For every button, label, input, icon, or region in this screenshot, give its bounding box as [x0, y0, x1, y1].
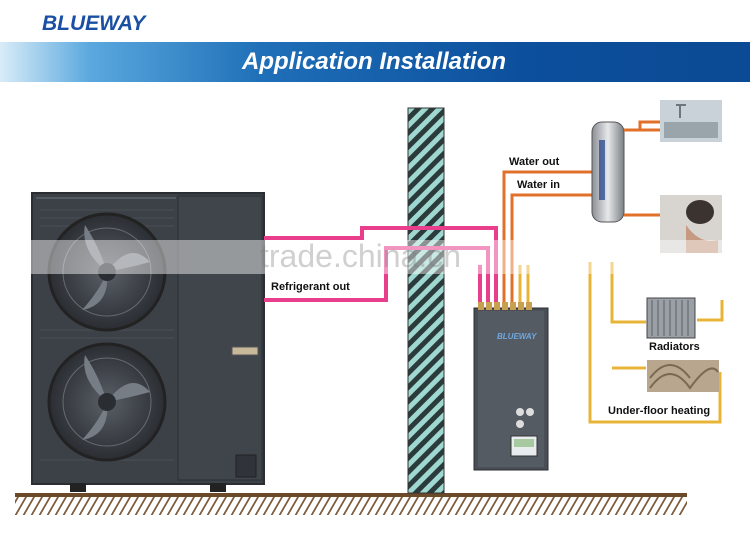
header-banner [0, 42, 750, 82]
kitchen-sink-image [660, 100, 722, 142]
underfloor-heating-label: Under-floor heating [608, 405, 711, 417]
underfloor-heating-image [647, 360, 719, 392]
shower-image [660, 195, 722, 253]
tank-water-pipes [502, 170, 594, 305]
indoor-hydronic-unit [473, 302, 549, 471]
water-in-label: Water in [517, 179, 560, 191]
refrigerant-out-label: Refrigerant out [271, 281, 350, 293]
watermark-text: trade.china.cn [260, 238, 462, 274]
lower-fan [47, 342, 167, 462]
ground [15, 493, 687, 515]
outdoor-heat-pump-unit [31, 192, 265, 492]
upper-fan [47, 212, 167, 332]
water-out-label: Water out [509, 156, 560, 168]
refrigerant-pipes [264, 226, 498, 305]
watermark-band [25, 240, 725, 274]
wall [407, 107, 445, 494]
page-title: Application Installation [242, 48, 507, 75]
brand-logo: BLUEWAY [42, 12, 146, 35]
indoor-unit-logo: BLUEWAY [497, 332, 537, 341]
radiator-image [646, 297, 696, 339]
heating-circuit-pipes [588, 262, 724, 424]
radiators-label: Radiators [649, 341, 700, 353]
hot-water-tank [591, 120, 660, 223]
